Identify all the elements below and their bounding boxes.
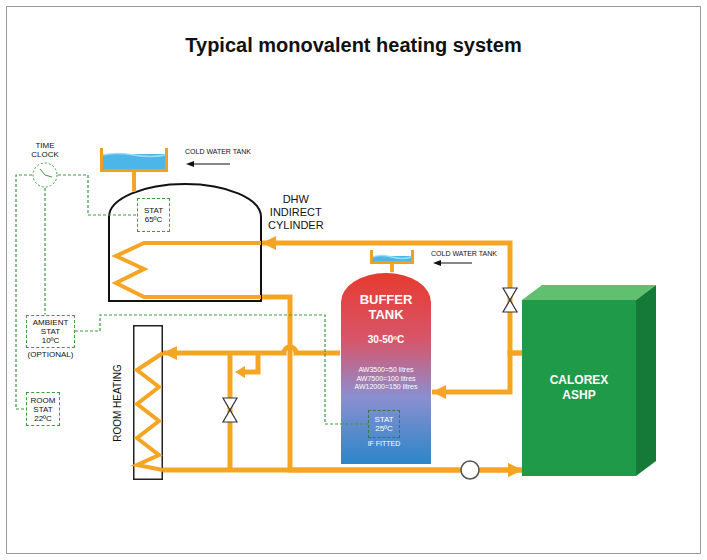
text-slot: DHW INDIRECT CYLINDER: [268, 193, 324, 232]
heat-pump: CALOREX ASHP: [522, 300, 636, 476]
text-slot: ROOM HEATING: [112, 364, 124, 442]
buffer-body: [341, 273, 431, 464]
stat-label: STAT 65ºC: [144, 206, 163, 224]
cold-water-tank-outline: [370, 250, 414, 264]
tank-tray: [372, 250, 413, 263]
stat-label: STAT 25ºC: [374, 415, 393, 433]
cold-water-tank: COLD WATER TANK: [100, 148, 168, 172]
control-wire: [58, 175, 137, 215]
cold-water-tank: COLD WATER TANK: [370, 250, 414, 264]
radiator-coil: [137, 353, 163, 470]
buffer-tank: BUFFER TANK 30-50ºC AW3500=50 litres AW750…: [340, 272, 432, 465]
water-fill: [103, 154, 165, 170]
text-slot: AW3500=50 litres AW7500=100 litres AW120…: [340, 366, 432, 392]
cylinder-body: [109, 184, 261, 301]
feed-arrow: [439, 263, 472, 264]
capacity-list: AW3500=50 litres AW7500=100 litres AW120…: [351, 366, 421, 392]
diagram-title: Typical monovalent heating system: [185, 33, 521, 57]
note-label: IF FITTED: [368, 440, 401, 448]
water-pipe: [390, 264, 394, 272]
temperature-range: 30-50ºC: [368, 334, 404, 346]
clock-label: TIME CLOCK: [31, 141, 59, 159]
water-pipe: [262, 243, 522, 353]
feed-arrowhead: [186, 161, 194, 167]
stat-label: ROOM STAT 22ºC: [31, 396, 56, 423]
clock-hand: [40, 169, 45, 175]
tank-label: COLD WATER TANK: [185, 148, 251, 156]
flow-arrow: [235, 366, 245, 378]
text-slot: AMBIENT STAT 10ºC: [27, 316, 74, 347]
stat-label: AMBIENT STAT 10ºC: [33, 318, 68, 345]
unit-label: CALOREX ASHP: [550, 373, 609, 403]
control-wire: [16, 175, 32, 409]
valve-symbol: [503, 300, 517, 312]
tank-title: BUFFER TANK: [360, 292, 413, 322]
water-wave: [373, 256, 411, 259]
text-slot: 30-50ºC: [340, 334, 432, 346]
text-slot: STAT 25ºC: [369, 411, 399, 437]
thermostat-box: AMBIENT STAT 10ºC(OPTIONAL): [26, 315, 75, 348]
thermostat-box: STAT 25ºCIF FITTED: [368, 410, 400, 438]
text-slot: ROOM STAT 22ºC: [27, 393, 59, 425]
time-clock: TIME CLOCK: [32, 162, 58, 188]
time-clock-outline: [32, 162, 58, 188]
valve-symbol: [223, 410, 237, 422]
text-slot: COLD WATER TANK: [431, 250, 497, 258]
unit-side: [636, 285, 656, 476]
valve-symbol: [503, 288, 517, 300]
radiator-label: ROOM HEATING: [112, 364, 124, 442]
thermostat-box: STAT 65ºC: [137, 198, 170, 232]
water-wave: [103, 154, 165, 157]
control-wire: [44, 188, 45, 315]
dhw-cylinder: DHW INDIRECT CYLINDERSTAT 65ºC: [108, 183, 262, 302]
text-slot: TIME CLOCK: [31, 141, 59, 159]
radiator-panel: [134, 326, 163, 480]
title-area: Typical monovalent heating system: [0, 33, 707, 57]
pump-symbol: [461, 461, 479, 479]
heating-coil: [116, 243, 261, 297]
text-slot: COLD WATER TANK: [185, 148, 251, 156]
clock-hand: [45, 175, 52, 177]
valve-symbol: [223, 398, 237, 410]
water-pipe: [163, 347, 340, 353]
text-slot: STAT 65ºC: [138, 199, 169, 231]
cold-water-tank-outline: [100, 148, 168, 172]
feed-arrow: [192, 164, 230, 165]
unit-top: [522, 285, 656, 300]
text-slot: (OPTIONAL): [28, 350, 74, 359]
radiator-outline: [133, 325, 163, 480]
text-slot: BUFFER TANK: [340, 292, 432, 322]
mixing-pipe: [244, 353, 258, 372]
cylinder-label: DHW INDIRECT CYLINDER: [268, 193, 324, 232]
tank-label: COLD WATER TANK: [431, 250, 497, 258]
unit-front: [522, 300, 636, 476]
frame-border: [7, 7, 701, 554]
text-slot: IF FITTED: [368, 440, 401, 448]
clock-face: [33, 163, 57, 187]
feed-arrowhead: [433, 260, 441, 266]
thermostat-box: ROOM STAT 22ºC: [26, 392, 60, 426]
text-slot: CALOREX ASHP: [522, 300, 636, 476]
note-label: (OPTIONAL): [28, 350, 74, 359]
radiator: ROOM HEATING: [133, 325, 163, 480]
water-pipe: [432, 353, 522, 392]
dhw-cylinder-outline: [108, 183, 262, 302]
tank-tray: [102, 148, 167, 171]
water-pipe: [132, 172, 136, 192]
